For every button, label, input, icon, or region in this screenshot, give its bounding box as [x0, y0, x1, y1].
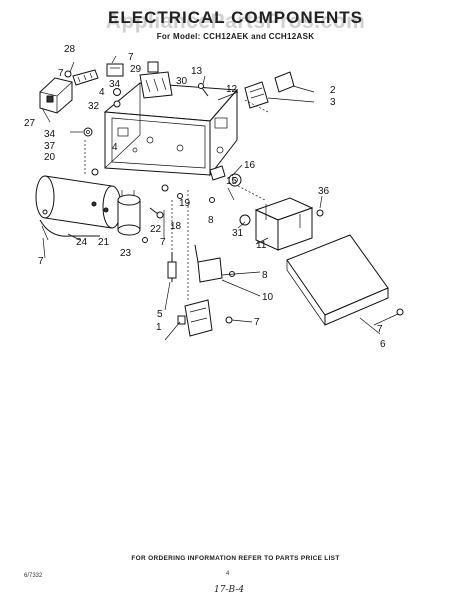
part-2-cover — [274, 71, 295, 93]
callout-7-top: 7 — [128, 52, 134, 63]
part-30-terminal-block — [139, 61, 173, 99]
part-12-13-screws — [198, 83, 209, 97]
part-11-transformer — [239, 197, 324, 251]
page-title: ELECTRICAL COMPONENTS — [108, 8, 363, 27]
part-15-16-knob — [209, 165, 242, 187]
callout-16: 16 — [244, 160, 256, 171]
part-1-relay — [177, 299, 213, 337]
callout-1: 1 — [156, 322, 162, 333]
callout-29: 29 — [130, 64, 142, 75]
callout-7-low: 7 — [254, 317, 260, 328]
callout-23: 23 — [120, 248, 132, 259]
part-5-probe — [167, 252, 177, 282]
misc-screws — [42, 168, 235, 324]
callout-30: 30 — [176, 76, 188, 87]
document-code: 6/7332 — [24, 573, 43, 579]
handwritten-note: 17-B-4 — [214, 585, 245, 595]
callout-11: 11 — [256, 240, 267, 251]
callout-22: 22 — [150, 224, 162, 235]
callout-13: 13 — [191, 66, 203, 77]
callout-12: 12 — [226, 84, 238, 95]
callout-8-low: 8 — [262, 270, 268, 281]
callout-2: 2 — [330, 85, 336, 96]
callout-36: 36 — [318, 186, 330, 197]
part-20-capacitor — [35, 175, 122, 229]
part-24-bracket-strap — [39, 219, 100, 241]
callout-28: 28 — [64, 44, 76, 55]
control-box — [103, 82, 239, 177]
callout-5: 5 — [157, 309, 163, 320]
callout-7-left: 7 — [38, 256, 44, 267]
part-21-23-run-capacitor — [117, 190, 164, 236]
part-6-base-pan — [286, 234, 404, 326]
callout-7-mid: 7 — [160, 237, 166, 248]
part-3-switch — [244, 81, 269, 109]
callout-4-mid: 4 — [112, 142, 118, 153]
callout-24: 24 — [76, 237, 88, 248]
callout-19: 19 — [179, 198, 191, 209]
part-10-sensor — [194, 244, 223, 283]
watermark-text: AppliancePartsPros.com — [105, 10, 366, 33]
model-line: For Model: CCH12AEK and CCH12ASK — [156, 32, 315, 41]
callout-37: 37 — [44, 141, 56, 152]
callout-34-top: 34 — [109, 79, 121, 90]
part-32-34-hardware — [83, 88, 121, 137]
callout-32: 32 — [88, 101, 100, 112]
callout-7-right: 7 — [377, 324, 383, 335]
callout-31: 31 — [232, 228, 244, 239]
callout-34-left: 34 — [44, 129, 56, 140]
callout-8-mid: 8 — [208, 215, 214, 226]
leader-lines — [41, 55, 399, 341]
callout-7-top-left: 7 — [58, 68, 64, 79]
connector-lines — [84, 99, 269, 300]
part-27-relay — [39, 77, 73, 114]
ordering-note: FOR ORDERING INFORMATION REFER TO PARTS … — [131, 555, 340, 562]
callout-18: 18 — [170, 221, 182, 232]
callout-3: 3 — [330, 97, 336, 108]
callout-labels: 28 7 7 29 13 4 34 30 12 32 27 2 3 34 37 … — [24, 44, 386, 350]
callout-20: 20 — [44, 152, 56, 163]
part-29-switch — [106, 63, 124, 77]
callout-27: 27 — [24, 118, 36, 129]
callout-4-top: 4 — [99, 87, 105, 98]
callout-21: 21 — [98, 237, 110, 248]
callout-6: 6 — [380, 339, 386, 350]
page-number: 4 — [226, 571, 230, 577]
callout-10: 10 — [262, 292, 274, 303]
part-28-connector — [64, 69, 99, 86]
callout-15: 15 — [226, 176, 238, 187]
